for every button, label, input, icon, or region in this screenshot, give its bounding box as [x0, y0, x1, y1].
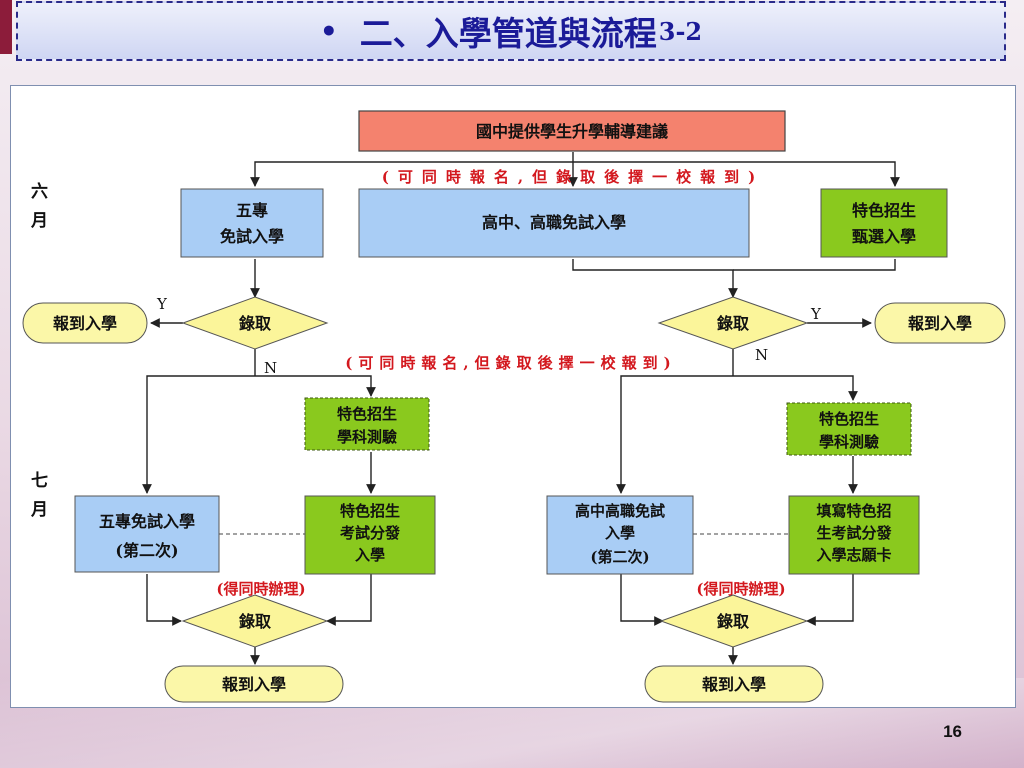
decision-left-1-label: 錄取 — [239, 314, 271, 333]
top-box: 國中提供學生升學輔導建議 — [358, 110, 786, 152]
title-main: 二、入學管道與流程 — [359, 14, 657, 53]
box-wuzhuan-second: 五專免試入學 (第二次) — [74, 495, 220, 573]
decision-left-2-label: 錄取 — [239, 612, 271, 631]
decision-left-2: 錄取 — [181, 594, 329, 648]
note-same-time-right: (得同時辦理) — [696, 580, 785, 598]
flowchart-panel: 六 月 七 月 國中提供學生升學輔導建議 (可同時報名,但錄取後擇一校報到) 五… — [10, 85, 1016, 708]
box-highschool-second-line2: 入學 — [605, 524, 635, 542]
box-wuzhuan-second-line1: 五專免試入學 — [99, 512, 195, 531]
report-bottom-right-label: 報到入學 — [702, 675, 766, 694]
box-tese-test-left-line2: 學科測驗 — [337, 428, 397, 446]
box-tese-test-right-line1: 特色招生 — [819, 410, 879, 428]
box-wuzhuan-second-line2: (第二次) — [115, 541, 178, 560]
box-tese-exam-right-line1: 填寫特色招 — [816, 502, 891, 520]
box-highschool-second-line3: (第二次) — [590, 548, 649, 566]
box-tese-exam-left-line2: 考試分發 — [340, 524, 401, 542]
top-box-label: 國中提供學生升學輔導建議 — [476, 122, 668, 141]
box-highschool-first-label: 高中、高職免試入學 — [482, 213, 626, 232]
title-bullet: • — [319, 14, 338, 48]
box-highschool-second-line1: 高中高職免試 — [575, 502, 665, 520]
decision-left-1: 錄取 — [181, 296, 329, 350]
note-same-time-left: (得同時辦理) — [216, 580, 305, 598]
edge-y-right: Y — [810, 305, 822, 323]
box-tese-selection: 特色招生 甄選入學 — [820, 188, 948, 258]
box-tese-exam-left-line3: 入學 — [355, 546, 385, 564]
box-tese-selection-line2: 甄選入學 — [852, 227, 916, 246]
month-june-char2: 月 — [30, 211, 48, 231]
title-sub: 3-2 — [658, 16, 703, 46]
report-left-top: 報到入學 — [22, 302, 148, 344]
month-labels: 六 月 七 月 — [30, 181, 48, 520]
box-highschool-second: 高中高職免試 入學 (第二次) — [546, 495, 694, 575]
report-right-top-label: 報到入學 — [908, 314, 972, 333]
edge-n-right: N — [755, 346, 768, 364]
box-wuzhuan-first-line1: 五專 — [236, 201, 268, 220]
box-tese-test-left: 特色招生 學科測驗 — [304, 397, 430, 451]
month-june-char1: 六 — [31, 181, 48, 202]
decision-right-2: 錄取 — [659, 594, 809, 648]
report-right-top: 報到入學 — [874, 302, 1006, 344]
box-wuzhuan-first-line2: 免試入學 — [220, 227, 284, 246]
decision-right-2-label: 錄取 — [717, 612, 749, 631]
note-simultaneous-2: (可同時報名,但錄取後擇一校報到) — [345, 354, 676, 372]
report-bottom-left-label: 報到入學 — [222, 675, 286, 694]
decorative-bar — [0, 0, 12, 54]
box-tese-test-right: 特色招生 學科測驗 — [786, 402, 912, 456]
edge-y-left: Y — [156, 295, 168, 313]
month-july-char2: 月 — [30, 500, 48, 520]
box-tese-test-right-line2: 學科測驗 — [819, 433, 879, 451]
report-left-top-label: 報到入學 — [53, 314, 117, 333]
box-tese-exam-right-line2: 生考試分發 — [816, 524, 892, 542]
month-july-char1: 七 — [31, 471, 48, 491]
box-tese-exam-right: 填寫特色招 生考試分發 入學志願卡 — [788, 495, 920, 575]
box-highschool-first: 高中、高職免試入學 — [358, 188, 750, 258]
flowchart: 六 月 七 月 國中提供學生升學輔導建議 (可同時報名,但錄取後擇一校報到) 五… — [22, 110, 1006, 703]
note-simultaneous-1: (可同時報名,但錄取後擇一校報到) — [382, 168, 764, 186]
edge-n-left: N — [264, 359, 277, 377]
report-bottom-right: 報到入學 — [644, 665, 824, 703]
report-bottom-left: 報到入學 — [164, 665, 344, 703]
decision-right-1-label: 錄取 — [717, 314, 749, 333]
slide-title: • 二、入學管道與流程 3-2 — [16, 1, 1006, 61]
edge-labels: Y Y N N — [156, 295, 822, 377]
box-wuzhuan-first: 五專 免試入學 — [180, 188, 324, 258]
page-number: 16 — [943, 722, 962, 741]
decision-right-1: 錄取 — [657, 296, 809, 350]
box-tese-exam-left-line1: 特色招生 — [340, 502, 400, 520]
box-tese-exam-left: 特色招生 考試分發 入學 — [304, 495, 436, 575]
box-tese-selection-line1: 特色招生 — [852, 201, 916, 220]
box-tese-exam-right-line3: 入學志願卡 — [816, 546, 891, 564]
box-tese-test-left-line1: 特色招生 — [337, 405, 397, 423]
connectors — [142, 152, 900, 665]
